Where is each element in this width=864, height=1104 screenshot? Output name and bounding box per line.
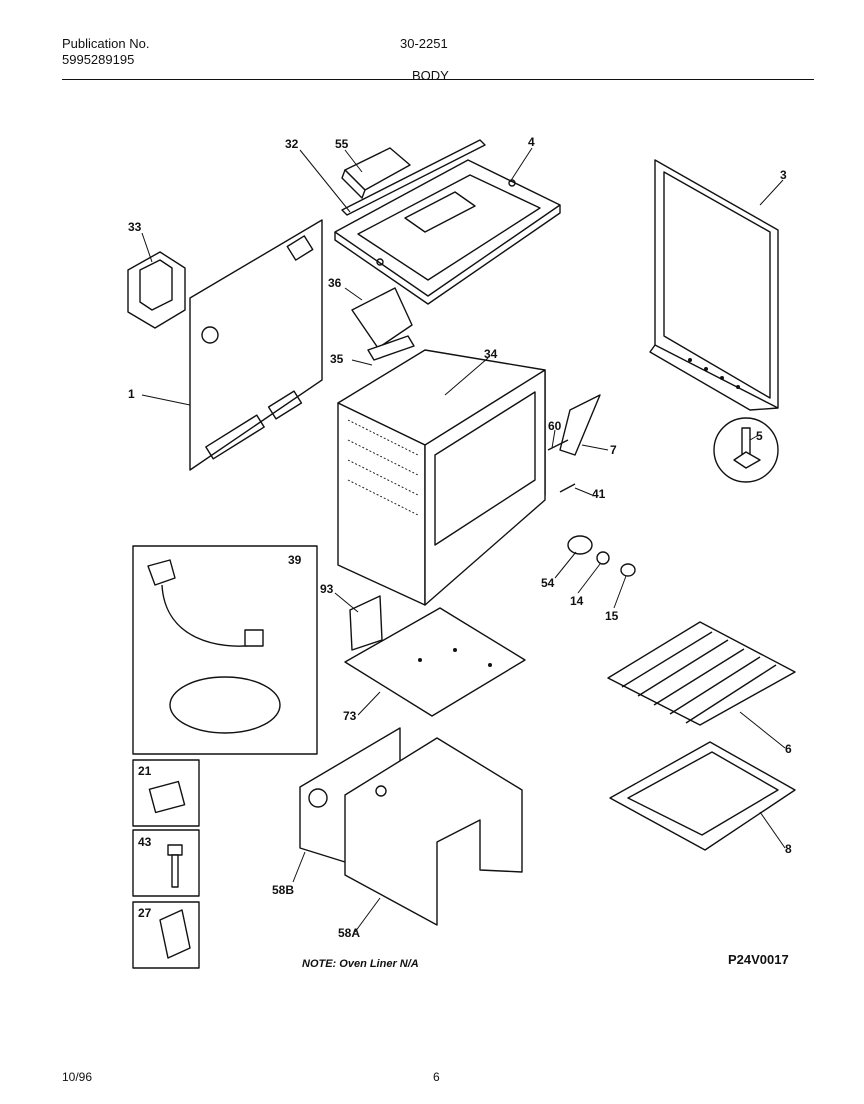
publication-label: Publication No. [62,36,150,51]
back-panel-part [189,219,323,471]
bottom-pan-part [344,595,526,717]
light-part [567,535,636,577]
callout-32: 32 [285,137,299,151]
top-frame-part [334,159,561,305]
leveling-leg-part [713,417,779,483]
page-number: 6 [433,1070,440,1084]
callout-41: 41 [592,487,606,501]
callout-35: 35 [330,352,344,366]
header-rule [62,79,814,80]
small-parts-boxes [132,759,200,969]
figure-code: P24V0017 [728,952,789,967]
broiler-pan-part [609,741,796,851]
callout-8: 8 [785,842,792,856]
callout-58b: 58B [272,883,295,897]
callout-5: 5 [756,429,763,443]
callout-93: 93 [320,582,334,596]
callout-4: 4 [528,135,535,149]
callout-36: 36 [328,276,342,290]
callout-55: 55 [335,137,349,151]
bracket-part [341,147,411,199]
document-code: 30-2251 [400,36,448,51]
callout-43: 43 [138,835,152,849]
oven-rack-part [607,621,796,726]
callout-33: 33 [128,220,142,234]
callout-3: 3 [780,168,787,182]
callout-54: 54 [541,576,555,590]
callout-15: 15 [605,609,619,623]
callout-60: 60 [548,419,562,433]
callout-73: 73 [343,709,357,723]
strip-part [341,139,486,216]
oven-door-part [649,159,779,411]
cover-part [127,251,186,329]
oven-body-part [337,349,546,606]
element-part [547,394,601,493]
callout-39: 39 [288,553,302,567]
publication-number: 5995289195 [62,52,135,67]
callout-34: 34 [484,347,498,361]
callout-21: 21 [138,764,152,778]
callout-7: 7 [610,443,617,457]
oven-liner-part [299,727,523,926]
callout-27: 27 [138,906,152,920]
callout-14: 14 [570,594,584,608]
leader-lines [141,147,786,933]
power-cord-part [132,545,318,755]
oven-liner-note: NOTE: Oven Liner N/A [302,958,419,970]
callout-6: 6 [785,742,792,756]
callout-1: 1 [128,387,135,401]
callout-58a: 58A [338,926,361,940]
footer-date: 10/96 [62,1070,93,1084]
